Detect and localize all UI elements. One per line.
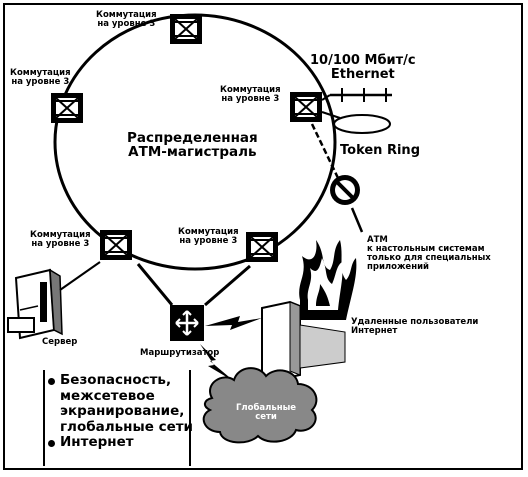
ethernet-bus xyxy=(321,88,392,102)
ethernet-text: Ethernet xyxy=(330,66,395,82)
switch-label-line1: Коммутация xyxy=(220,85,281,95)
remote-users-line2: Интернет xyxy=(351,325,398,336)
router-label: Маршрутизатор xyxy=(140,348,220,358)
switch-right-label: Коммутация на уровне 3 xyxy=(220,86,281,104)
remote-users-line1: Удаленные пользователи xyxy=(351,317,479,327)
atm-note-line2: к настольным системам xyxy=(367,243,485,254)
switch-label-line2: на уровне 3 xyxy=(31,238,90,249)
wan-line1: Глобальные xyxy=(236,403,297,413)
switch-bottom-left-label: Коммутация на уровне 3 xyxy=(30,231,91,249)
backbone-title-line1: Распределенная xyxy=(127,130,258,146)
bullet-list: Безопасность, межсетевое экранирование, … xyxy=(48,372,194,451)
switch-top xyxy=(170,14,202,44)
prohibited-icon xyxy=(330,175,360,205)
lightning-to-wan-icon xyxy=(200,344,235,382)
bullet-line: глобальные сети xyxy=(60,418,194,435)
switch-right xyxy=(290,92,322,122)
ethernet-label: 10/100 Мбит/с Ethernet xyxy=(310,54,416,81)
wan-cloud-icon xyxy=(202,367,318,444)
figure-frame xyxy=(3,3,523,470)
backbone-title: Распределенная АТМ-магистраль xyxy=(127,130,258,161)
switch-label-line1: Коммутация xyxy=(10,68,71,78)
bullet-item: Безопасность, межсетевое экранирование, … xyxy=(48,372,194,435)
switch-bottom-right-label: Коммутация на уровне 3 xyxy=(178,228,239,246)
bullet-line: межсетевое xyxy=(60,387,155,404)
bullet-line: экранирование, xyxy=(60,403,185,420)
bullet-item: Интернет xyxy=(48,435,193,451)
token-ring-loop xyxy=(321,111,391,134)
switch-label-line2: на уровне 3 xyxy=(221,93,280,104)
atm-note-line3: только для специальных xyxy=(367,252,491,263)
bullet-line: Безопасность, xyxy=(60,372,172,388)
server-label: Сервер xyxy=(42,337,78,347)
switch-label-line2: на уровне 3 xyxy=(97,18,156,29)
lightning-to-remote-icon xyxy=(205,316,262,330)
router-icon xyxy=(136,263,251,341)
remote-users-label: Удаленные пользователи Интернет xyxy=(351,318,478,336)
server-icon xyxy=(7,261,101,340)
atm-note: АТМ к настольным системам только для спе… xyxy=(367,236,491,272)
bullet-dot-icon xyxy=(48,440,55,448)
token-ring-label: Token Ring xyxy=(340,143,420,158)
switch-top-label: Коммутация на уровне 3 xyxy=(96,11,157,29)
switch-label-line1: Коммутация xyxy=(30,230,91,240)
ethernet-speed-text: 10/100 Мбит/с xyxy=(310,53,416,68)
firewall-icon xyxy=(261,240,357,383)
switch-label-line2: на уровне 3 xyxy=(11,76,70,87)
wan-label: Глобальные сети xyxy=(236,404,296,422)
backbone-title-line2: АТМ-магистраль xyxy=(128,144,257,161)
switch-bottom-left xyxy=(100,230,132,260)
atm-desktop-link xyxy=(310,123,364,233)
switch-left-label: Коммутация на уровне 3 xyxy=(10,69,71,87)
atm-note-line1: АТМ xyxy=(367,235,388,245)
switch-label-line2: на уровне 3 xyxy=(179,235,238,246)
wan-line2: сети xyxy=(255,411,277,422)
switch-label-line1: Коммутация xyxy=(96,10,157,20)
bullet-dot-icon xyxy=(48,378,55,385)
atm-note-line4: приложений xyxy=(367,261,429,272)
switch-label-line1: Коммутация xyxy=(178,227,239,237)
switch-bottom-right xyxy=(246,232,278,262)
switch-left xyxy=(51,93,83,123)
bullet-line: Интернет xyxy=(60,434,134,451)
